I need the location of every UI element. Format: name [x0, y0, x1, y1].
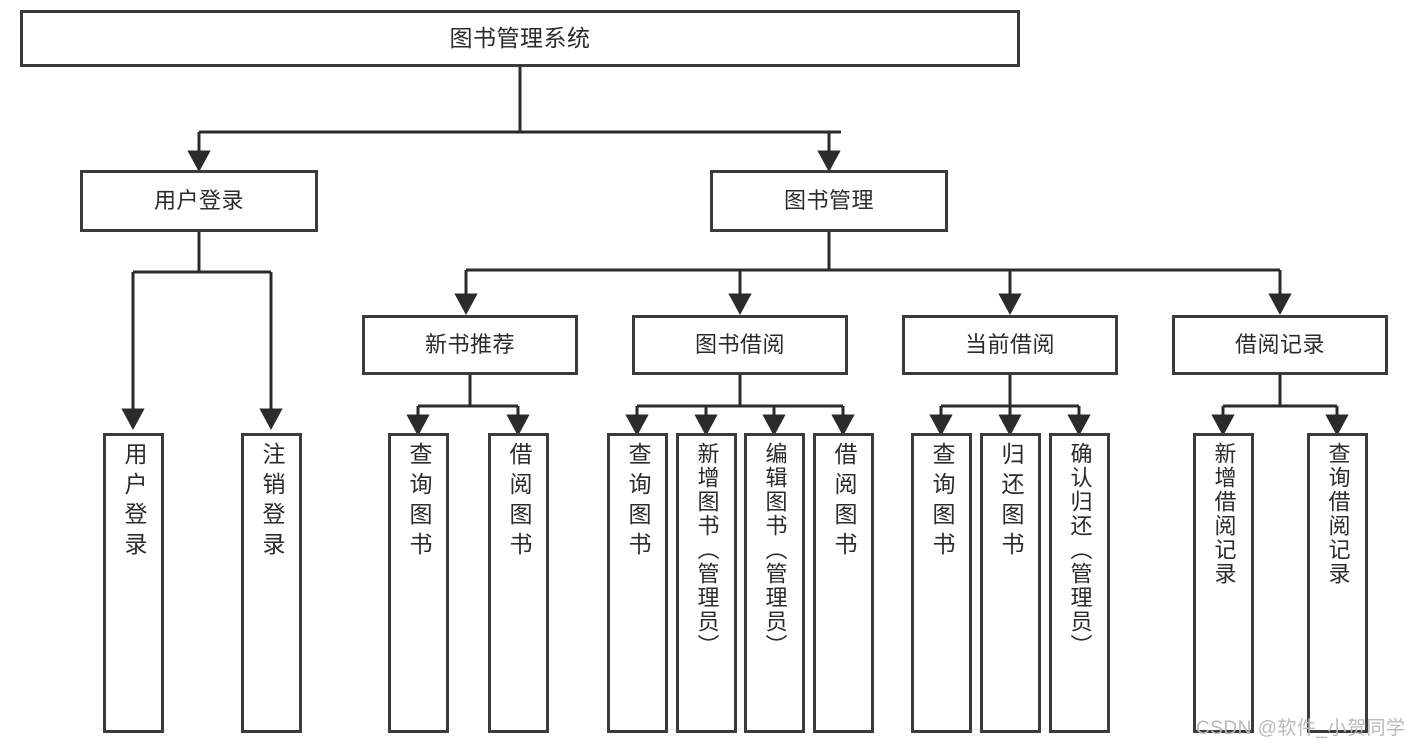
node-leaf-logout-login[interactable]: 注销登录	[241, 433, 302, 733]
node-label: 新增借阅记录	[1211, 442, 1237, 586]
node-label: 图书管理	[783, 188, 874, 214]
node-label: 新增图书（管理员）	[694, 442, 720, 658]
node-leaf-query-book-borrow[interactable]: 查询图书	[607, 433, 668, 733]
node-label: 查询图书	[929, 442, 955, 562]
node-leaf-query-book-current[interactable]: 查询图书	[911, 433, 972, 733]
node-leaf-edit-book-admin[interactable]: 编辑图书（管理员）	[744, 433, 805, 733]
csdn-watermark: CSDN @软件_小贺同学	[1196, 718, 1405, 739]
node-current-borrow[interactable]: 当前借阅	[902, 315, 1118, 375]
node-label: 查询借阅记录	[1325, 442, 1351, 586]
node-label: 图书借阅	[694, 332, 785, 358]
node-label: 确认归还（管理员）	[1067, 442, 1093, 658]
node-label: 编辑图书（管理员）	[762, 442, 788, 658]
node-root-book-management-system[interactable]: 图书管理系统	[20, 10, 1020, 67]
node-leaf-add-book-admin[interactable]: 新增图书（管理员）	[676, 433, 737, 733]
node-leaf-borrow-book-recommend[interactable]: 借阅图书	[488, 433, 549, 733]
node-label: 用户登录	[121, 442, 147, 562]
node-label: 借阅图书	[506, 442, 532, 562]
node-leaf-user-login[interactable]: 用户登录	[103, 433, 164, 733]
node-leaf-return-book[interactable]: 归还图书	[980, 433, 1041, 733]
node-new-book-recommend[interactable]: 新书推荐	[362, 315, 578, 375]
node-label: 用户登录	[153, 188, 244, 214]
node-label: 图书管理系统	[449, 24, 591, 51]
node-leaf-query-book-recommend[interactable]: 查询图书	[388, 433, 449, 733]
node-label: 查询图书	[625, 442, 651, 562]
node-book-management[interactable]: 图书管理	[710, 170, 948, 232]
node-leaf-query-borrow-record[interactable]: 查询借阅记录	[1307, 433, 1368, 733]
node-leaf-confirm-return-admin[interactable]: 确认归还（管理员）	[1049, 433, 1110, 733]
node-book-borrow[interactable]: 图书借阅	[632, 315, 848, 375]
node-label: 当前借阅	[964, 332, 1055, 358]
node-user-login[interactable]: 用户登录	[80, 170, 318, 232]
node-label: 查询图书	[406, 442, 432, 562]
node-label: 新书推荐	[424, 332, 515, 358]
node-leaf-add-borrow-record[interactable]: 新增借阅记录	[1193, 433, 1254, 733]
node-borrow-record[interactable]: 借阅记录	[1172, 315, 1388, 375]
node-label: 注销登录	[259, 442, 285, 562]
node-label: 借阅图书	[831, 442, 857, 562]
node-label: 借阅记录	[1234, 332, 1325, 358]
node-label: 归还图书	[998, 442, 1024, 562]
node-leaf-borrow-book-borrow[interactable]: 借阅图书	[813, 433, 874, 733]
